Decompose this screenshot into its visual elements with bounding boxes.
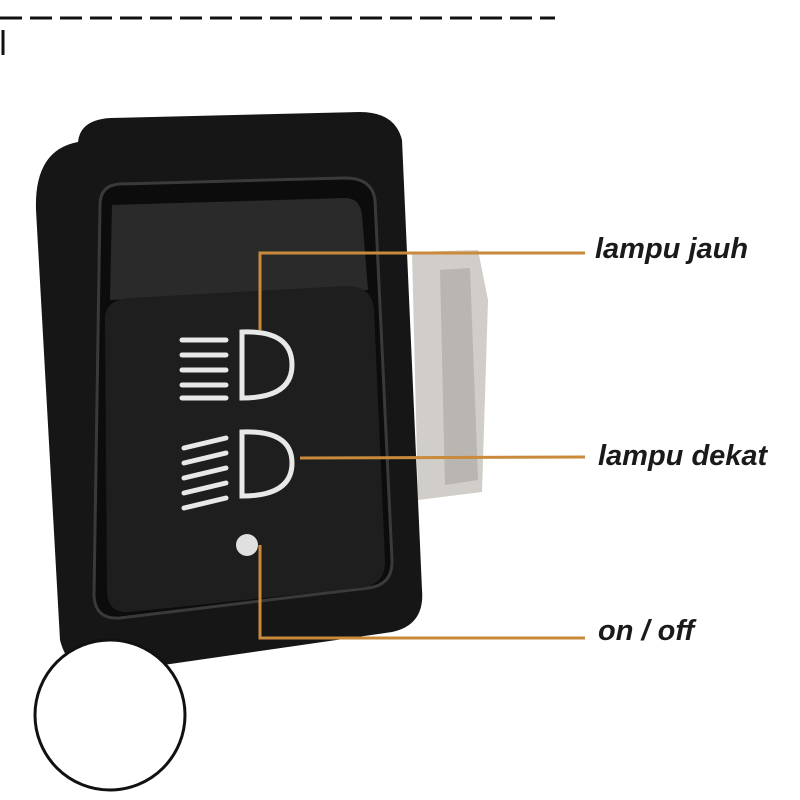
leader-line-power — [258, 545, 585, 640]
connector-shadow — [440, 268, 478, 485]
label-low-beam: lampu dekat — [598, 440, 768, 472]
partial-circle — [33, 638, 187, 792]
power-dot-icon — [236, 534, 258, 556]
label-power: on / off — [598, 615, 695, 647]
leader-line-high-beam — [258, 251, 585, 330]
low-beam-icon — [181, 429, 295, 511]
rocker-top — [110, 198, 368, 300]
leader-line-low-beam — [299, 455, 586, 460]
label-high-beam: lampu jauh — [595, 233, 749, 265]
rocker-button[interactable] — [104, 285, 386, 613]
high-beam-icon — [179, 329, 295, 401]
leader-lines — [258, 251, 586, 640]
